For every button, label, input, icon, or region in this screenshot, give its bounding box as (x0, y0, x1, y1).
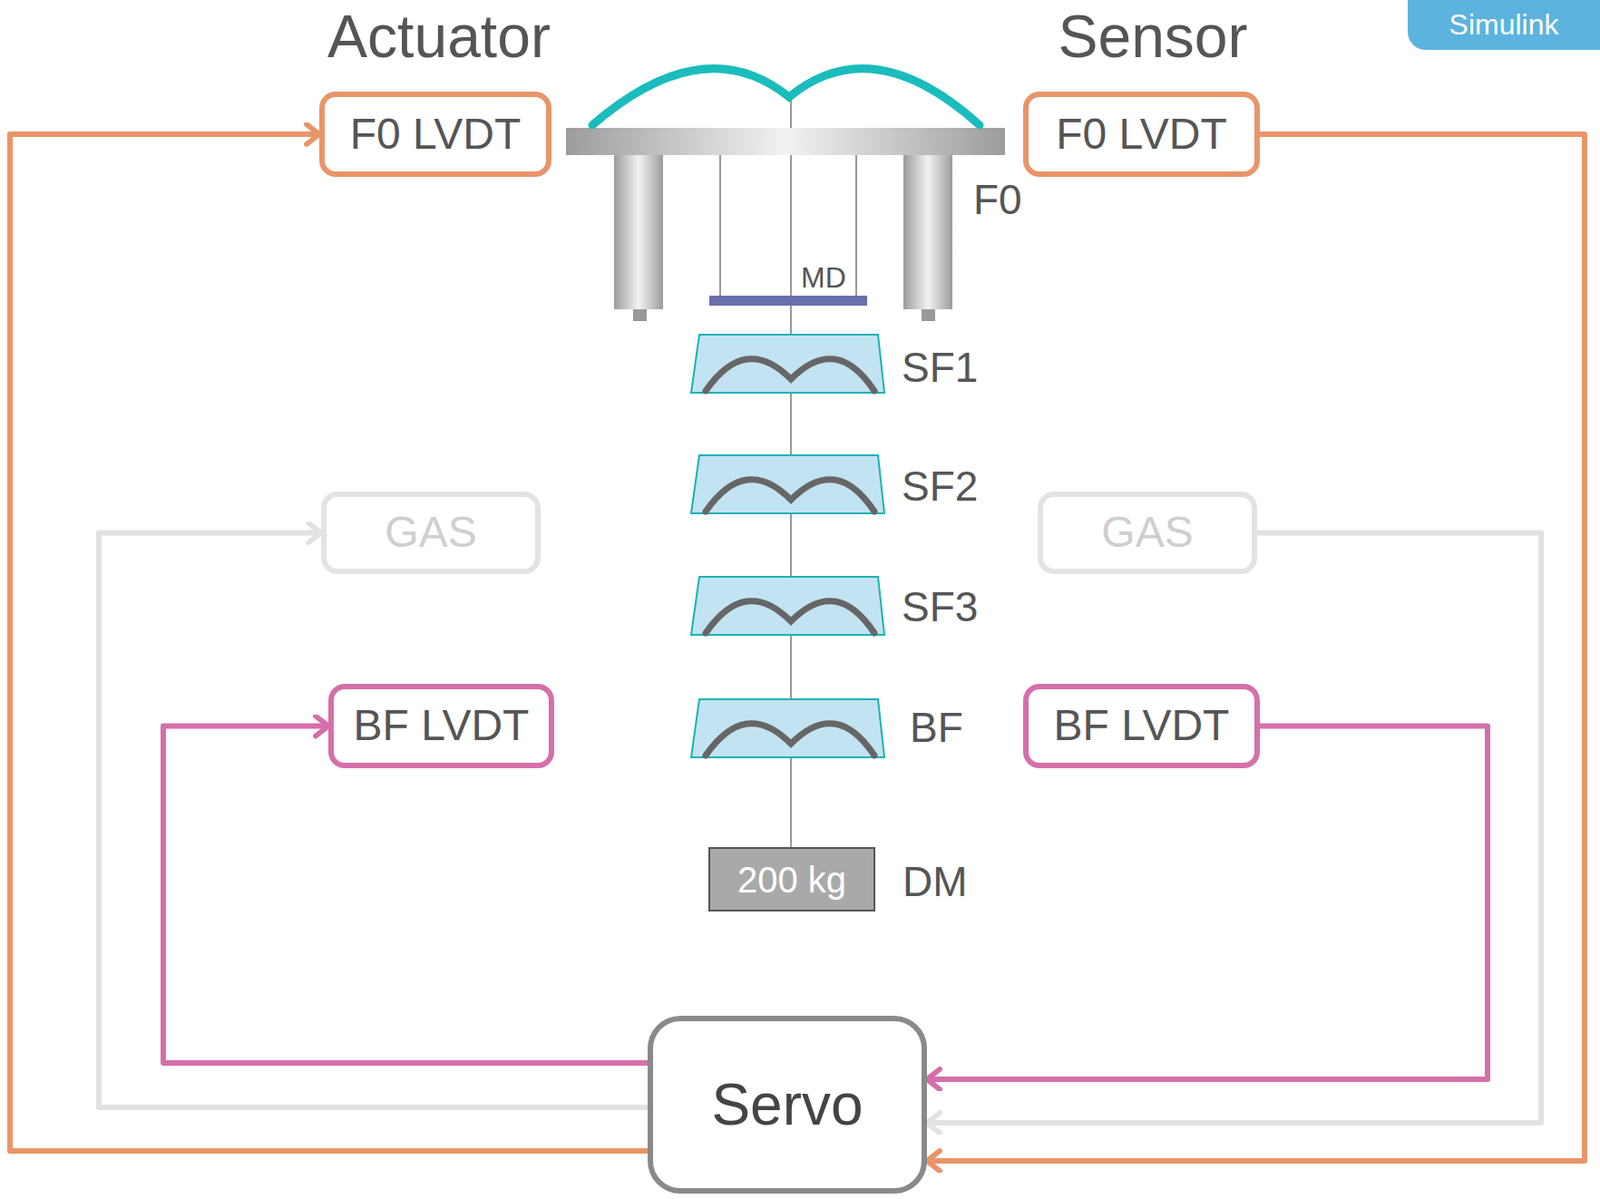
stage-label: BF (909, 704, 964, 752)
signal-line (926, 533, 1542, 1124)
md-bar (709, 295, 868, 306)
f0-leg (614, 155, 664, 310)
signal-line (98, 533, 648, 1109)
node-text: F0 LVDT (1055, 110, 1227, 159)
mass-box: 200 kg (708, 847, 876, 912)
f0-foot (921, 309, 936, 322)
stage-label: SF3 (901, 584, 978, 631)
filter-spring (705, 359, 875, 391)
gas-spring (592, 68, 980, 126)
filter-spring (705, 723, 875, 756)
signal-line (926, 726, 1488, 1081)
column-heading: Actuator (327, 3, 551, 70)
stage-label: SF1 (901, 344, 978, 391)
node-text: Servo (711, 1073, 863, 1137)
filter-body (691, 576, 885, 635)
node-text: 200 kg (737, 859, 847, 900)
md-wire (855, 155, 858, 296)
stage-label: SF2 (901, 463, 978, 510)
md-wire (719, 155, 722, 296)
simulink-tab: Simulink (1407, 0, 1600, 50)
f0-plate (565, 127, 1005, 156)
gas-box: GAS (1037, 491, 1258, 575)
node-text: BF LVDT (353, 702, 530, 751)
lvdt-box: F0 LVDT (319, 91, 552, 177)
node-text: GAS (1101, 508, 1193, 557)
f0-leg (903, 155, 953, 310)
stage-label: F0 (973, 176, 1023, 224)
filter-body (691, 334, 885, 393)
signal-line (9, 134, 648, 1152)
filter-spring (705, 601, 875, 634)
node-text: F0 LVDT (350, 110, 521, 159)
node-text: GAS (384, 508, 477, 557)
stage-label: DM (902, 858, 968, 906)
filter-spring (705, 479, 875, 512)
filter-body (691, 699, 885, 758)
node-text: Simulink (1449, 9, 1560, 41)
node-text: BF LVDT (1053, 702, 1230, 751)
f0-foot (633, 309, 647, 322)
stage-label: MD (800, 262, 847, 294)
lvdt-box: BF LVDT (1023, 683, 1260, 769)
signal-line (163, 726, 648, 1064)
column-heading: Sensor (1057, 3, 1248, 70)
signal-line (926, 134, 1585, 1161)
gas-box: GAS (321, 491, 541, 575)
filter-body (691, 455, 885, 514)
lvdt-box: BF LVDT (328, 683, 555, 769)
lvdt-box: F0 LVDT (1023, 91, 1260, 177)
servo-box: Servo (647, 1015, 927, 1194)
